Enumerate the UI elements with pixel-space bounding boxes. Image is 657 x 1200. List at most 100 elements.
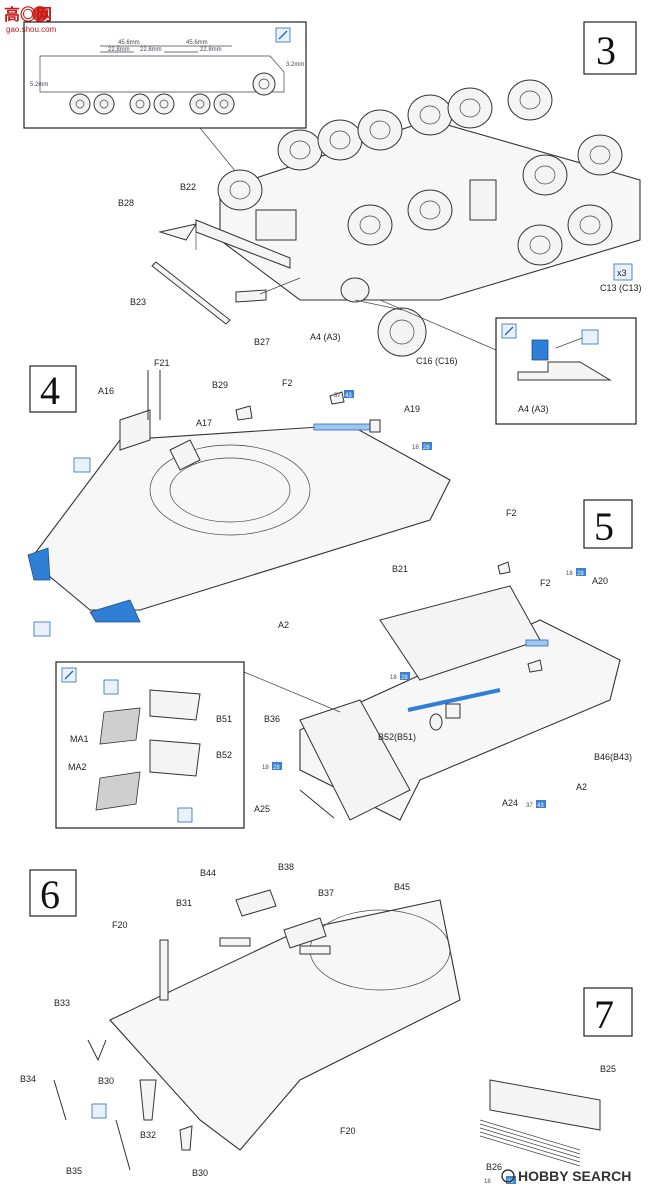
part-label: B21: [392, 564, 408, 574]
dim-label: 45.6mm: [186, 40, 208, 46]
dim-label: 22.8mm: [108, 47, 130, 53]
watermark-footer: HOBBY SEARCH: [501, 1168, 631, 1184]
part-B25: [489, 1079, 601, 1131]
glue-brush-icon: [278, 30, 288, 40]
inset-detail-A4: [495, 317, 637, 425]
part-MA1: [99, 707, 141, 745]
part-B45: [299, 945, 331, 955]
hull-upper-front: [29, 424, 451, 611]
step-7: 7 B25 B26 18 28: [479, 987, 633, 1185]
part-label: B45: [394, 882, 410, 892]
part-label: B37: [318, 888, 334, 898]
part-A24-rod: [407, 688, 501, 712]
part-label: B32: [140, 1130, 156, 1140]
ref-badge: [576, 568, 586, 576]
water-drop-icon: [103, 679, 119, 695]
part-label: B36: [264, 714, 280, 724]
part-B23: [151, 261, 231, 325]
ref-badge: [272, 762, 282, 770]
dim-label: 5.2mm: [30, 82, 48, 88]
step-number: 5: [594, 504, 614, 549]
dim-label: 22.8mm: [140, 47, 162, 53]
step-number-box: [29, 365, 77, 413]
ref-badge: [344, 390, 354, 398]
step-number-box: [583, 987, 633, 1037]
part-label: C16 (C16): [416, 356, 458, 366]
ref-label: 18: [484, 1179, 491, 1185]
part-F2: [497, 561, 511, 575]
part-label: B33: [54, 998, 70, 1008]
step-number-box: [583, 21, 637, 75]
watermark-logo: 高◎网 gao.shou.com: [4, 5, 57, 34]
inset-hatch-detail: [55, 661, 245, 829]
part-B34: [53, 1079, 67, 1121]
part-A16: [119, 409, 151, 451]
step-number-box: [29, 869, 77, 917]
part-B51: [149, 689, 201, 721]
part-B38: [235, 889, 277, 917]
part-label: F20: [340, 1126, 356, 1136]
glue-area-front-right: [89, 599, 141, 623]
part-label: F20: [112, 920, 128, 930]
part-label: B30: [98, 1076, 114, 1086]
part-B26: [479, 1119, 581, 1167]
part-label: B52: [216, 750, 232, 760]
step-6: 6 B38 B44 B37 B45 B31 F20 B33 B34 B30 B3…: [20, 862, 461, 1178]
part-A24: [445, 703, 461, 719]
part-label: A4 (A3): [518, 404, 549, 414]
part-F2: [329, 391, 345, 405]
inset-side-view: [23, 21, 307, 129]
step-number-box: [583, 499, 633, 549]
suspension-bracket: [469, 179, 497, 221]
part-label: B29: [212, 380, 228, 390]
watermark-brand: 高◎网: [4, 5, 52, 24]
part-label: F2: [282, 378, 293, 388]
hull-rear-plate: [109, 899, 461, 1151]
watermark-footer-text: HOBBY SEARCH: [518, 1168, 631, 1184]
part-A25: [299, 789, 335, 819]
quantity-label: x3: [617, 268, 627, 278]
part-label: A25: [254, 804, 270, 814]
part-B44: [219, 937, 251, 947]
part-label: B38: [278, 862, 294, 872]
water-drop-icon: [177, 807, 193, 823]
part-label: MA2: [68, 762, 87, 772]
step-4: 4 F21 A16 B29 F2 A17 A19 A2 37 43 18 28: [27, 358, 451, 637]
suspension-bracket: [255, 209, 297, 241]
part-label: A2: [576, 782, 587, 792]
part-A20: [525, 639, 549, 647]
part-A19: [313, 423, 375, 431]
part-B36: [299, 699, 411, 821]
ref-label: 28: [423, 445, 430, 451]
ref-label: 37: [526, 803, 533, 809]
part-label: MA1: [70, 734, 89, 744]
part-A4: [340, 277, 370, 303]
step-number: 4: [40, 368, 60, 413]
part-label: A2: [278, 620, 289, 630]
part-label: F2: [506, 508, 517, 518]
search-icon: [501, 1169, 515, 1183]
ref-badge: [400, 672, 410, 680]
part-label: B46(B43): [594, 752, 632, 762]
part-B37: [283, 917, 327, 949]
part-label: B35: [66, 1166, 82, 1176]
part-label: B23: [130, 297, 146, 307]
ref-label: 28: [577, 571, 584, 577]
quantity-icon: [613, 263, 633, 281]
ref-label: 37: [334, 393, 341, 399]
dim-label: 3.2mm: [286, 62, 304, 68]
part-B28: [158, 223, 198, 241]
ref-label: 18: [390, 675, 397, 681]
logo-emblem-icon: [32, 6, 48, 22]
step-number: 7: [594, 992, 614, 1037]
paint-icon: [33, 621, 51, 637]
part-label: B26: [486, 1162, 502, 1172]
glue-area-front-left: [27, 547, 51, 581]
part-label: B52(B51): [378, 732, 416, 742]
step-number: 6: [40, 872, 60, 917]
dim-label: 22.8mm: [200, 47, 222, 53]
ref-badge: [422, 442, 432, 450]
part-F20: [159, 939, 169, 1001]
part-label: B51: [216, 714, 232, 724]
